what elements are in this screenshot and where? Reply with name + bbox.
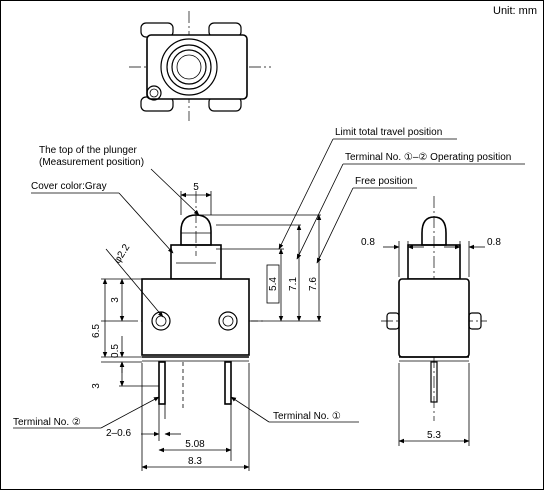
dim-top-width: 5: [193, 182, 199, 193]
dim-thickness: 2–0.6: [106, 428, 131, 439]
dim-side-left: 0.8: [361, 237, 375, 248]
label-plunger-top: The top of the plunger: [39, 145, 138, 156]
label-cover-color: Cover color:Gray: [31, 181, 107, 192]
label-operating-position: Terminal No. ①–② Operating position: [345, 152, 511, 163]
mounting-hole: [146, 85, 162, 101]
terminal-1-pin: [224, 361, 232, 405]
label-terminal-1: Terminal No. ①: [273, 411, 341, 422]
dim-height-6-5: 6.5: [91, 324, 102, 338]
side-dimensions: 0.8 0.8 5.3: [361, 237, 501, 446]
side-plunger: [421, 216, 447, 246]
label-free-position: Free position: [355, 176, 413, 187]
dim-height-0-5: 0.5: [110, 344, 121, 358]
dim-hole-diameter: φ2.2: [112, 242, 132, 265]
side-view: [381, 196, 487, 421]
side-body: [398, 278, 470, 358]
top-view: [129, 11, 271, 121]
label-measurement-position: (Measurement position): [39, 157, 144, 168]
dim-7-1: 7.1: [288, 277, 299, 291]
dim-height-3-upper: 3: [110, 297, 121, 303]
dim-5-4: 5.4: [268, 277, 279, 291]
dim-7-6: 7.6: [308, 277, 319, 291]
dim-side-right: 0.8: [487, 237, 501, 248]
side-terminal: [430, 361, 438, 403]
unit-label: Unit: mm: [493, 5, 537, 17]
dim-total-width: 8.3: [188, 456, 202, 467]
plunger-outer-circle: [160, 38, 218, 96]
label-limit-total-travel: Limit total travel position: [335, 127, 442, 138]
callouts: The top of the plunger (Measurement posi…: [13, 127, 525, 429]
dim-side-width: 5.3: [427, 430, 441, 441]
dim-height-3-lower: 3: [91, 383, 102, 389]
mounting-hole-right: [218, 311, 238, 331]
dim-pitch: 5.08: [185, 439, 205, 450]
terminal-2-pin: [158, 361, 166, 405]
front-view: [126, 191, 266, 411]
front-dimensions: 5 φ2.2 3 6.5 0.5 3 2–0.6 5.08 8.3: [91, 182, 322, 471]
label-terminal-2: Terminal No. ②: [13, 417, 81, 428]
